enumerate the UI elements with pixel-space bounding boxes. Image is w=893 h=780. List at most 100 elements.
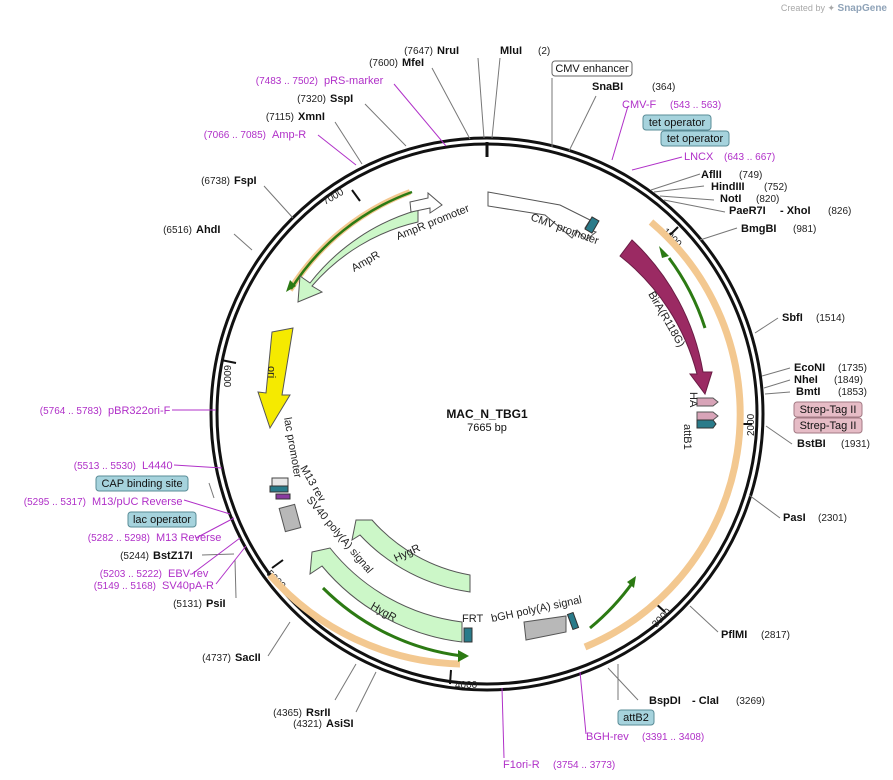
xhoi-name: - XhoI (780, 205, 811, 217)
tet-operator-mark (584, 216, 600, 234)
orf-arrow-top (286, 280, 296, 292)
snabi-name: SnaBI (592, 81, 623, 93)
sv40pa-r-pos: (5149 .. 5168) (94, 581, 156, 592)
tick-2000: 2000 (746, 413, 757, 436)
cmv-promoter-feature (487, 191, 598, 241)
nrui-pos: (7647) (404, 46, 433, 57)
credit-brand: SnapGene (837, 3, 887, 14)
plasmid-length: 7665 bp (467, 422, 507, 434)
asisi-pos: (4321) (293, 719, 322, 730)
asisi-name: AsiSI (326, 718, 354, 730)
cap-mark (269, 485, 289, 493)
hindiii-name: HindIII (711, 181, 745, 193)
tick-4000: 4000 (455, 680, 478, 691)
boxed-labels: CMV enhancer tet operator tet operator S… (95, 60, 863, 726)
mfei-name: MfeI (402, 57, 424, 69)
f1ori-r-name: F1ori-R (503, 759, 540, 771)
prs-marker-name: pRS-marker (324, 75, 384, 87)
bmti-pos: (1853) (838, 387, 867, 398)
tet-operator-label-2: tet operator (667, 133, 724, 145)
bstbi-pos: (1931) (841, 439, 870, 450)
bmti-name: BmtI (796, 386, 820, 398)
f1ori-r-pos: (3754 .. 3773) (553, 760, 615, 771)
sacii-name: SacII (235, 652, 261, 664)
ampr-promoter-feature (409, 191, 443, 214)
paer7i-name: PaeR7I (729, 205, 766, 217)
m13-reverse-name: M13 Reverse (156, 532, 221, 544)
bira-feature (619, 239, 713, 396)
pasi-name: PasI (783, 512, 806, 524)
bmgbi-pos: (981) (793, 224, 816, 235)
bstbi-name: BstBI (797, 438, 826, 450)
hygr-feature-2 (309, 547, 463, 643)
cmv-f-pos: (543 .. 563) (670, 100, 721, 111)
pflmi-name: PflMI (721, 629, 747, 641)
m13-reverse-pos: (5282 .. 5298) (88, 533, 150, 544)
bstz17i-pos: (5244) (120, 551, 149, 562)
cmv-enhancer-box (551, 60, 633, 77)
orf-line-left (321, 586, 463, 658)
ampr-label: AmpR (350, 249, 383, 275)
strep-tag-label-1: Strep-Tag II (800, 404, 857, 416)
lncx-pos: (643 .. 667) (724, 152, 775, 163)
strep-tag-label-2: Strep-Tag II (800, 420, 857, 432)
snapgene-credit: Created by ✦ SnapGene (781, 3, 887, 14)
bgh-polya-feature (523, 615, 567, 641)
noti-pos: (820) (756, 194, 779, 205)
attb2-label: attB2 (623, 712, 649, 724)
ahdi-name: AhdI (196, 224, 220, 236)
l4440-pos: (5513 .. 5530) (74, 461, 136, 472)
psii-name: PsiI (206, 598, 226, 610)
ha-label: HA (687, 392, 699, 408)
mlui-pos: (2) (538, 46, 550, 57)
attb1-label: attB1 (681, 424, 693, 450)
strep-tag-box-1 (793, 401, 863, 418)
mfei-pos: (7600) (369, 58, 398, 69)
tet-operator-box-2 (660, 130, 730, 147)
tet-operator-label-1: tet operator (649, 117, 706, 129)
rsrii-pos: (4365) (273, 708, 302, 719)
lac-operator-box (127, 511, 197, 528)
amp-r-pos: (7066 .. 7085) (204, 130, 266, 141)
sacii-pos: (4737) (202, 653, 231, 664)
frt-label: FRT (462, 613, 483, 625)
attb2-mark (566, 611, 580, 631)
orf-arrow-right-1 (659, 246, 669, 258)
primer-leader-lines (172, 83, 683, 759)
tet-operator-box-1 (642, 114, 712, 131)
fspi-pos: (6738) (201, 176, 230, 187)
cmv-f-name: CMV-F (622, 99, 657, 111)
pflmi-pos: (2817) (761, 630, 790, 641)
sbfi-name: SbfI (782, 312, 803, 324)
rsrii-name: RsrII (306, 707, 330, 719)
sv40-polya-mark (278, 503, 302, 533)
nhei-name: NheI (794, 374, 818, 386)
sspi-pos: (7320) (297, 94, 326, 105)
cap-binding-site-label: CAP binding site (101, 478, 182, 490)
small-tag-marks (696, 397, 719, 429)
bmgbi-name: BmgBI (741, 223, 776, 235)
orf-arrow-right-2 (627, 576, 636, 588)
bgh-rev-name: BGH-rev (586, 731, 629, 743)
xmni-name: XmnI (298, 111, 325, 123)
psii-pos: (5131) (173, 599, 202, 610)
pbr322ori-f-pos: (5764 .. 5783) (40, 406, 102, 417)
plasmid-name: MAC_N_TBG1 (446, 407, 528, 421)
noti-name: NotI (720, 193, 741, 205)
snapgene-logo-icon: ✦ (827, 3, 836, 13)
credit-prefix: Created by (780, 3, 825, 13)
pasi-pos: (2301) (818, 513, 847, 524)
fspi-name: FspI (234, 175, 257, 187)
site-labels: (7647) NruI MluI (2) (7600) MfeI SnaBI (… (120, 45, 870, 730)
paer7i-pos: (826) (828, 206, 851, 217)
bgh-rev-pos: (3391 .. 3408) (642, 732, 704, 743)
mlui-name: MluI (500, 45, 522, 57)
bspdi-pos: (3269) (736, 696, 765, 707)
bspdi-name: BspDI (649, 695, 681, 707)
ampr-feature (297, 209, 419, 303)
ebv-rev-pos: (5203 .. 5222) (100, 569, 162, 580)
attb2-box (617, 709, 655, 726)
m13-puc-rev-name: M13/pUC Reverse (92, 496, 182, 508)
leader-lines (201, 57, 793, 713)
